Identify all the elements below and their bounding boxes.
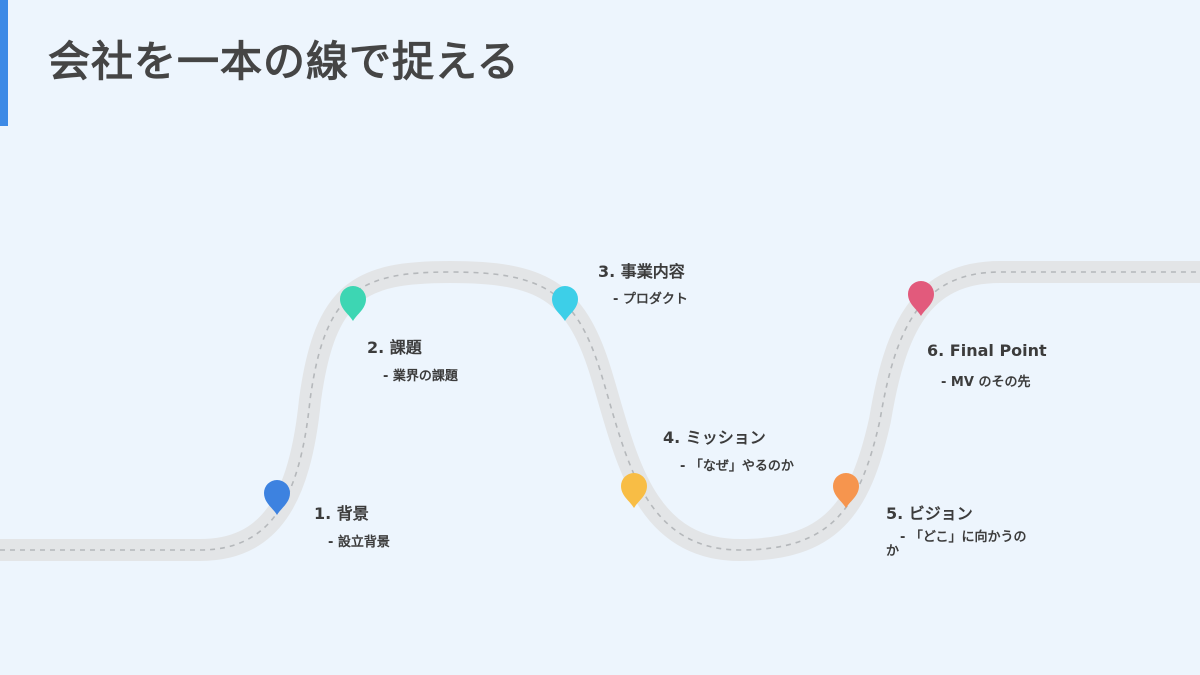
map-pin-icon <box>340 286 366 321</box>
road-center-dash <box>0 271 1200 551</box>
map-pin-icon <box>552 286 578 321</box>
milestone-desc-3: - プロダクト <box>613 292 688 307</box>
milestone-title-4: 4. ミッション <box>663 428 766 447</box>
map-pin-icon <box>621 473 647 508</box>
map-pin-icon <box>833 473 859 508</box>
milestone-pin-6 <box>908 281 934 316</box>
milestone-title-2: 2. 課題 <box>367 338 422 357</box>
milestone-pin-2 <box>340 286 366 321</box>
milestone-pin-5 <box>833 473 859 508</box>
milestone-pin-3 <box>552 286 578 321</box>
milestone-pin-1 <box>264 480 290 515</box>
milestone-pin-4 <box>621 473 647 508</box>
milestone-title-6: 6. Final Point <box>927 341 1047 360</box>
milestone-desc-5: - 「どこ」に向かうのか <box>886 530 1027 559</box>
milestone-desc-4: - 「なぜ」やるのか <box>680 459 794 474</box>
milestone-title-3: 3. 事業内容 <box>598 262 685 281</box>
road-path <box>0 260 1200 562</box>
milestone-title-5: 5. ビジョン <box>886 504 973 523</box>
milestone-desc-2: - 業界の課題 <box>383 369 458 384</box>
title-accent-bar <box>0 0 8 126</box>
milestone-title-1: 1. 背景 <box>314 504 369 523</box>
milestone-desc-6: - MV のその先 <box>941 375 1031 390</box>
milestone-desc-1: - 設立背景 <box>328 535 390 550</box>
map-pin-icon <box>908 281 934 316</box>
page-title: 会社を一本の線で捉える <box>48 37 520 86</box>
map-pin-icon <box>264 480 290 515</box>
